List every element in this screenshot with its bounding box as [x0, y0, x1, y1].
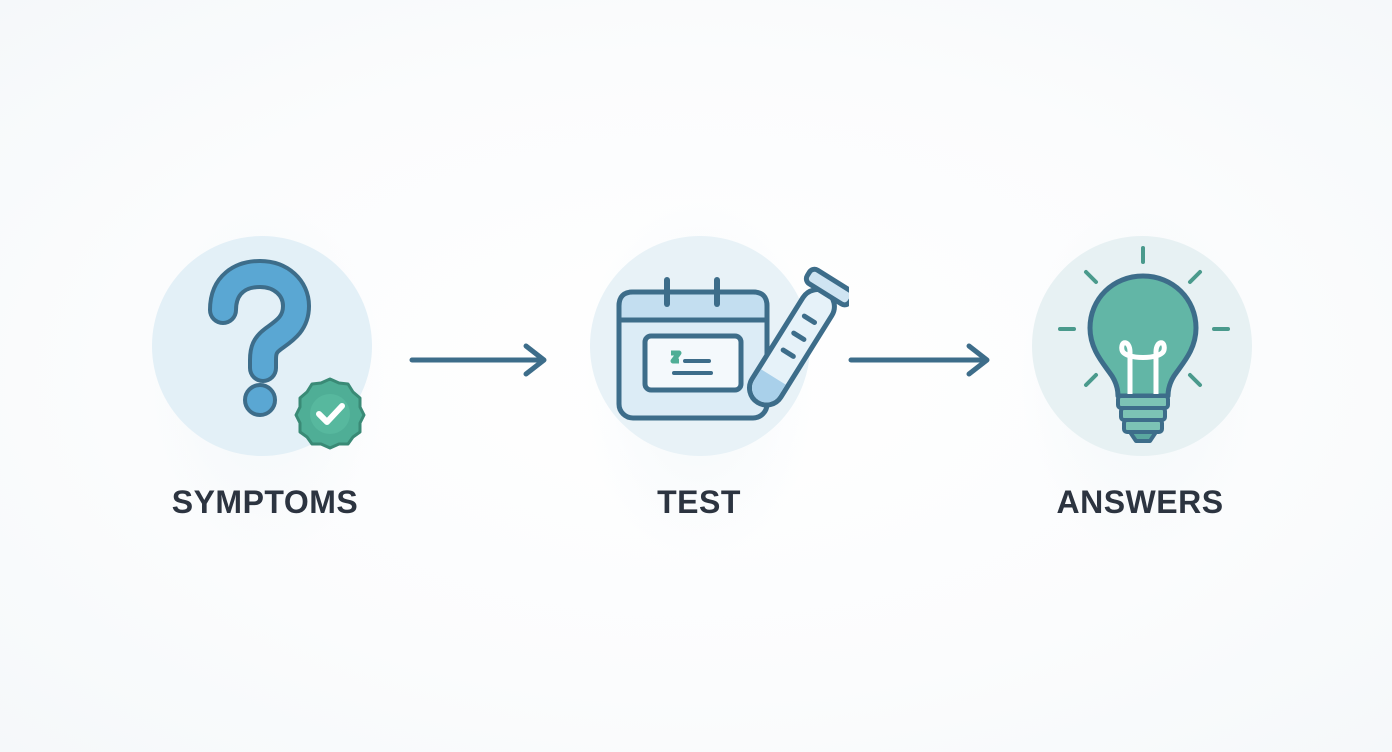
arrow-right-icon — [409, 343, 547, 377]
arrow-right-icon — [848, 343, 990, 377]
test-tube-icon — [747, 266, 849, 408]
calendar-icon — [616, 277, 770, 421]
calendar-and-test-tube-icon — [590, 236, 849, 456]
question-mark-icon — [152, 236, 372, 456]
step-answers: ANSWERS — [990, 200, 1290, 560]
step-test: TEST — [549, 200, 849, 560]
lightbulb-icon — [1032, 236, 1252, 456]
step-label-symptoms: SYMPTOMS — [171, 484, 359, 520]
step-label-answers: ANSWERS — [1056, 484, 1224, 520]
step-label-test: TEST — [657, 484, 741, 520]
check-badge-icon — [294, 377, 366, 450]
light-rays — [1058, 246, 1230, 387]
step-symptoms: SYMPTOMS — [115, 200, 415, 560]
